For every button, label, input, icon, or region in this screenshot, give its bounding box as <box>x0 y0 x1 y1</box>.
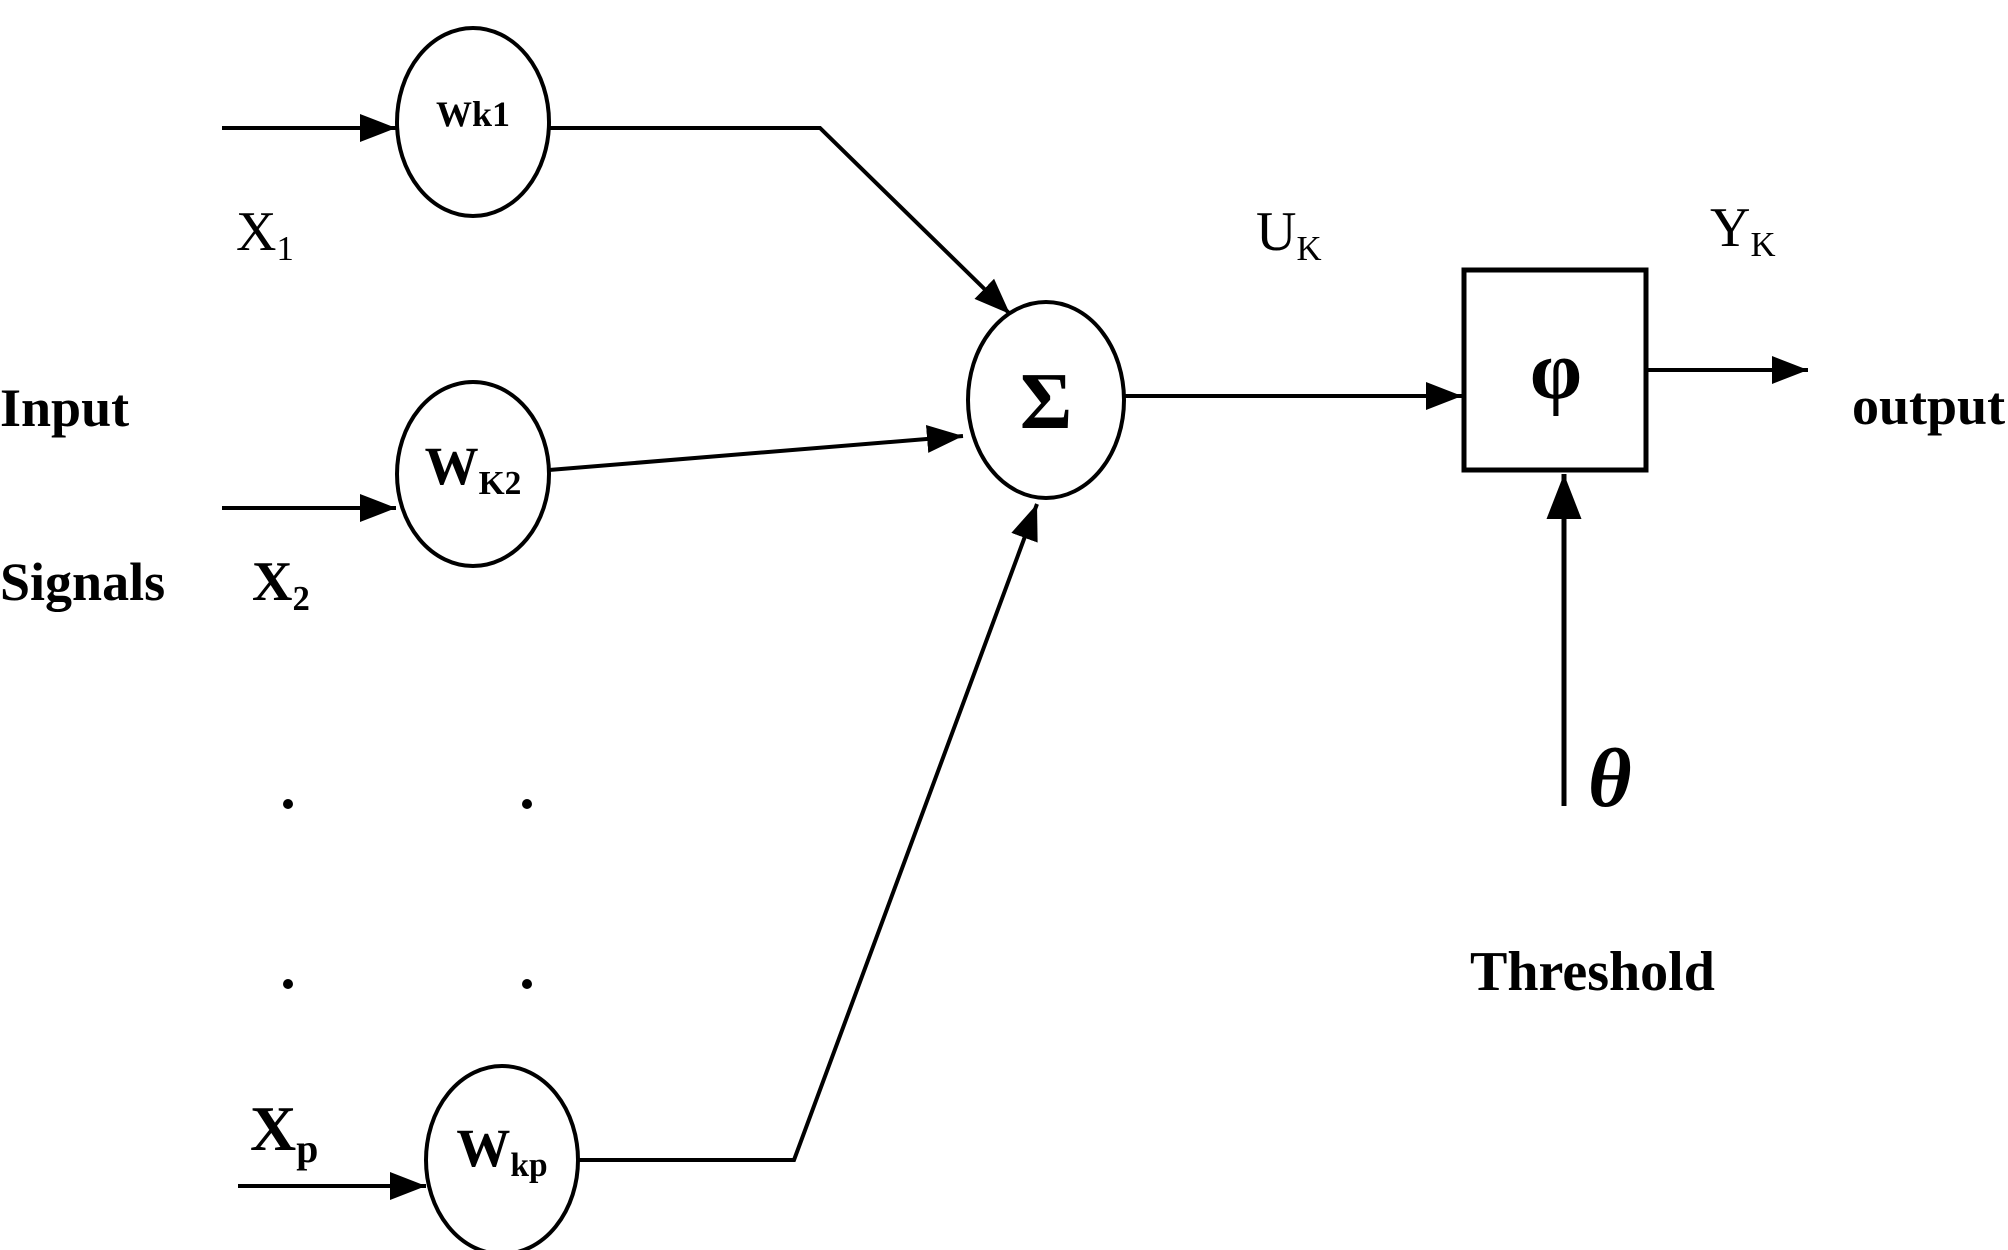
input-xp-label: Xp <box>250 1093 318 1171</box>
net-input-uk-main: U <box>1256 201 1296 263</box>
connection-wk2-to-sum <box>548 424 964 472</box>
input-xp-main: X <box>250 1093 296 1164</box>
weight-wkp-subscript: kp <box>510 1147 547 1184</box>
ellipsis-dot <box>283 799 293 809</box>
weight-wk2-label: WK2 <box>425 436 522 502</box>
input-signals-label-line1: Input <box>0 378 129 438</box>
input-signals-label-line2: Signals <box>0 552 165 612</box>
net-input-uk-subscript: K <box>1296 229 1321 268</box>
input-x2-subscript: 2 <box>292 579 309 618</box>
weight-node-wk2 <box>395 380 551 568</box>
input-x1-subscript: 1 <box>276 229 293 268</box>
ellipsis-dot <box>283 979 293 989</box>
weight-wk2-main: W <box>425 436 479 496</box>
ellipsis-dot <box>522 979 532 989</box>
ellipsis-dot <box>522 799 532 809</box>
weight-wk1-label: Wk1 <box>436 94 510 134</box>
weight-wkp-main: W <box>456 1118 510 1178</box>
input-x1-main: X <box>236 201 276 263</box>
weight-wkp-label: Wkp <box>456 1118 547 1184</box>
connection-wk1-to-sum <box>549 126 1012 316</box>
output-yk-label: YK <box>1710 197 1776 264</box>
weight-wk2-subscript: K2 <box>479 465 522 502</box>
activation-function-box <box>1461 267 1649 473</box>
input-x2-main: X <box>252 551 292 613</box>
summation-symbol: Σ <box>1020 358 1072 446</box>
output-yk-subscript: K <box>1750 225 1775 264</box>
net-input-uk-label: UK <box>1256 201 1322 268</box>
input-xp-subscript: p <box>296 1127 318 1171</box>
output-yk-main: Y <box>1710 197 1750 259</box>
weight-node-wk1 <box>395 26 551 218</box>
summation-node <box>966 300 1126 500</box>
threshold-theta-symbol: θ <box>1588 732 1632 825</box>
input-x1-label: X1 <box>236 201 294 268</box>
threshold-label: Threshold <box>1470 941 1715 1003</box>
output-label: output <box>1852 376 2005 436</box>
activation-phi-symbol: φ <box>1530 324 1582 417</box>
connection-wkp-to-sum <box>578 503 1039 1162</box>
input-x2-label: X2 <box>252 551 310 618</box>
